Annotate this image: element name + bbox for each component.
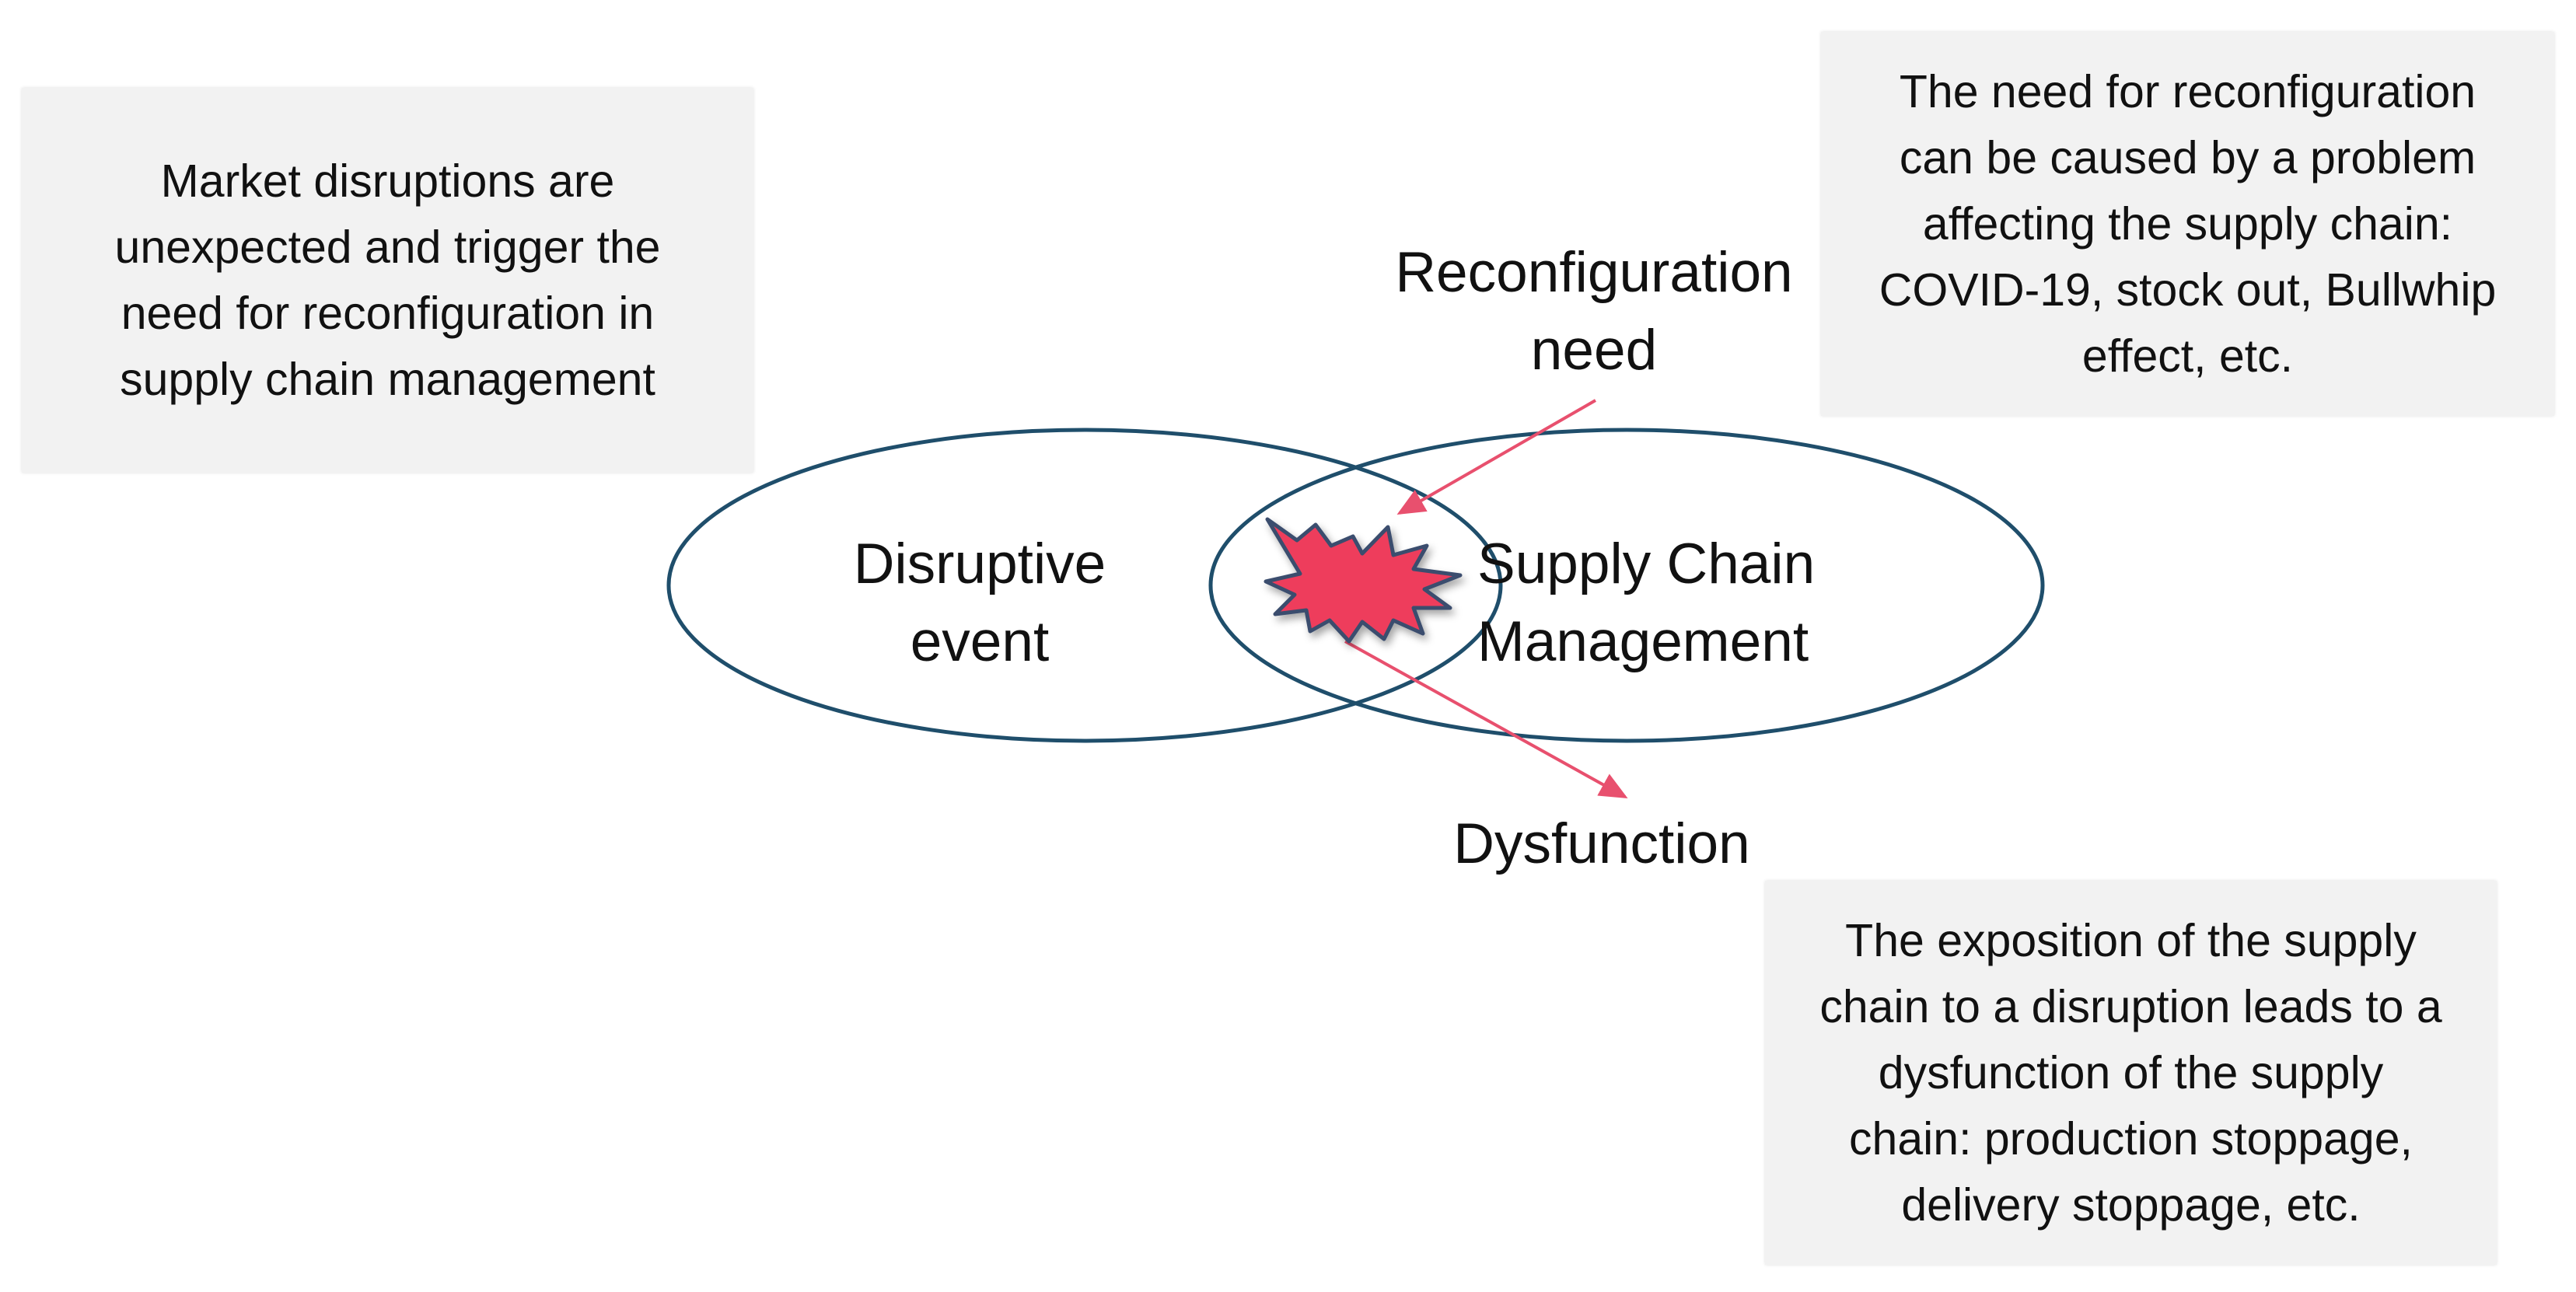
supply-chain-management-ellipse [1208, 428, 2045, 743]
supply-chain-management-label: Supply Chain Management [1477, 533, 1816, 673]
market-disruption-note-text: Market disruptions are unexpected and tr… [114, 155, 661, 405]
reconfiguration-note: The need for reconfiguration can be caus… [1821, 32, 2554, 416]
dysfunction-note-text: The exposition of the supply chain to a … [1819, 914, 2442, 1231]
disruptive-event-ellipse [666, 428, 1503, 743]
reconfiguration-note-text: The need for reconfiguration can be caus… [1879, 65, 2497, 382]
dysfunction-label: Dysfunction [1453, 812, 1750, 875]
reconfiguration-need-label: Reconfiguration need [1395, 241, 1793, 382]
reconfiguration-arrow [1396, 399, 1596, 515]
disruptive-event-label: Disruptive event [853, 533, 1106, 673]
dysfunction-arrow [1344, 640, 1628, 798]
market-disruption-note: Market disruptions are unexpected and tr… [22, 88, 753, 473]
dysfunction-note: The exposition of the supply chain to a … [1765, 881, 2497, 1265]
disruption-burst-icon [1264, 517, 1463, 644]
